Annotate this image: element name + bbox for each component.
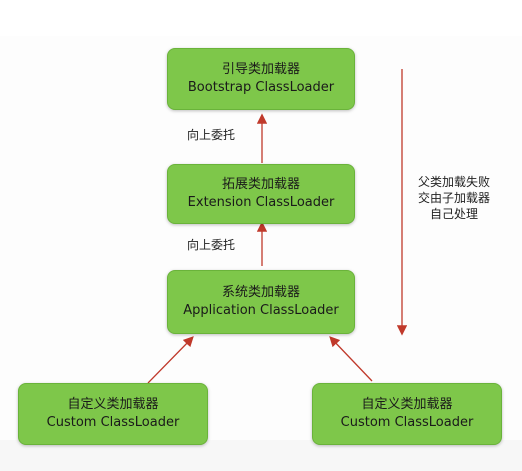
bootstrap-en-label: Bootstrap ClassLoader: [187, 80, 335, 95]
delegate-up-label-1: 向上委托: [187, 128, 236, 142]
custom-right-cn-label: 自定义类加载器: [361, 397, 453, 412]
application-cn-label: 系统类加载器: [221, 285, 300, 300]
custom-left-cn-label: 自定义类加载器: [67, 397, 159, 412]
bottom-margin: [0, 440, 522, 471]
side-note-line-3: 自己处理: [429, 207, 478, 221]
extension-classloader-box: 拓展类加载器 Extension ClassLoader: [167, 164, 355, 224]
parent-failure-note: 父类加载失败 交由子加载器 自己处理: [409, 174, 499, 222]
extension-cn-label: 拓展类加载器: [221, 177, 300, 192]
bootstrap-cn-label: 引导类加载器: [221, 62, 300, 77]
custom-classloader-left-box: 自定义类加载器 Custom ClassLoader: [18, 383, 208, 445]
delegate-up-label-2: 向上委托: [187, 238, 236, 252]
custom-right-en-label: Custom ClassLoader: [340, 415, 474, 430]
bootstrap-classloader-box: 引导类加载器 Bootstrap ClassLoader: [167, 48, 355, 110]
top-margin: [0, 0, 522, 36]
application-classloader-box: 系统类加载器 Application ClassLoader: [167, 270, 355, 334]
custom-left-en-label: Custom ClassLoader: [46, 415, 180, 430]
application-en-label: Application ClassLoader: [183, 303, 339, 318]
custom-classloader-right-box: 自定义类加载器 Custom ClassLoader: [312, 383, 502, 445]
side-note-line-2: 交由子加载器: [417, 191, 490, 205]
side-note-line-1: 父类加载失败: [417, 175, 490, 189]
extension-en-label: Extension ClassLoader: [187, 195, 335, 210]
arrow-custom-left-to-application: [147, 336, 194, 384]
arrow-custom-right-to-application: [329, 336, 373, 382]
